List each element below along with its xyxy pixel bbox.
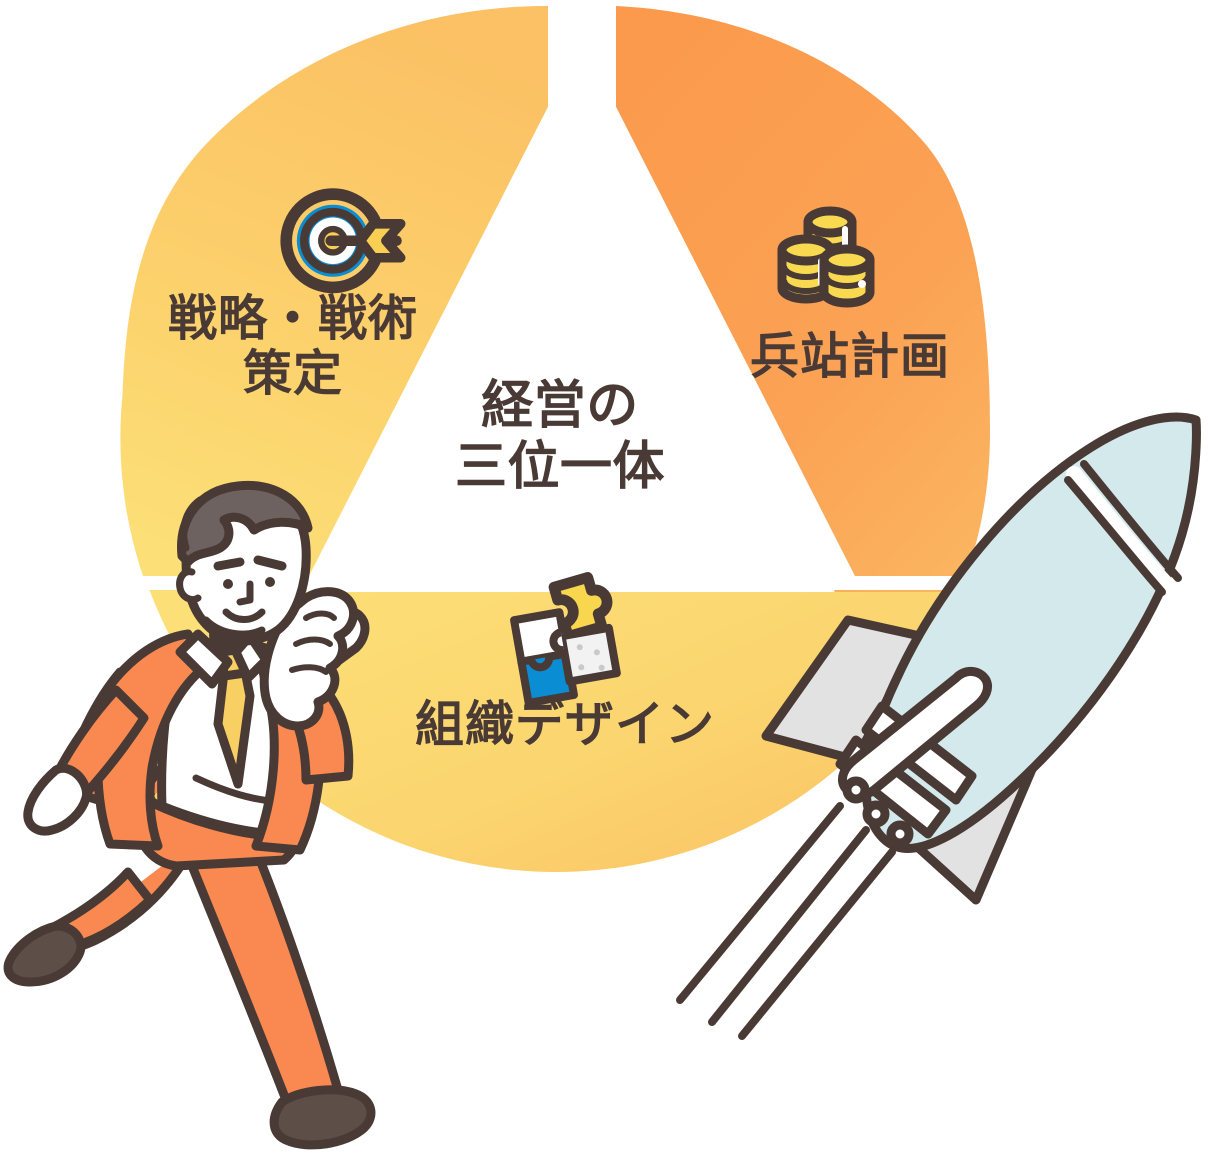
segment-strategy-body[interactable] xyxy=(122,6,546,592)
segment-label-organization: 組織デザイン xyxy=(415,696,715,753)
center-triangle-cutout xyxy=(308,40,856,578)
center-label: 経営の 三位一体 xyxy=(454,376,666,498)
gap-top xyxy=(566,0,614,60)
segment-label-strategy: 戦略・戦術 策定 xyxy=(168,290,418,402)
segment-label-logistics: 兵站計画 xyxy=(750,328,950,385)
